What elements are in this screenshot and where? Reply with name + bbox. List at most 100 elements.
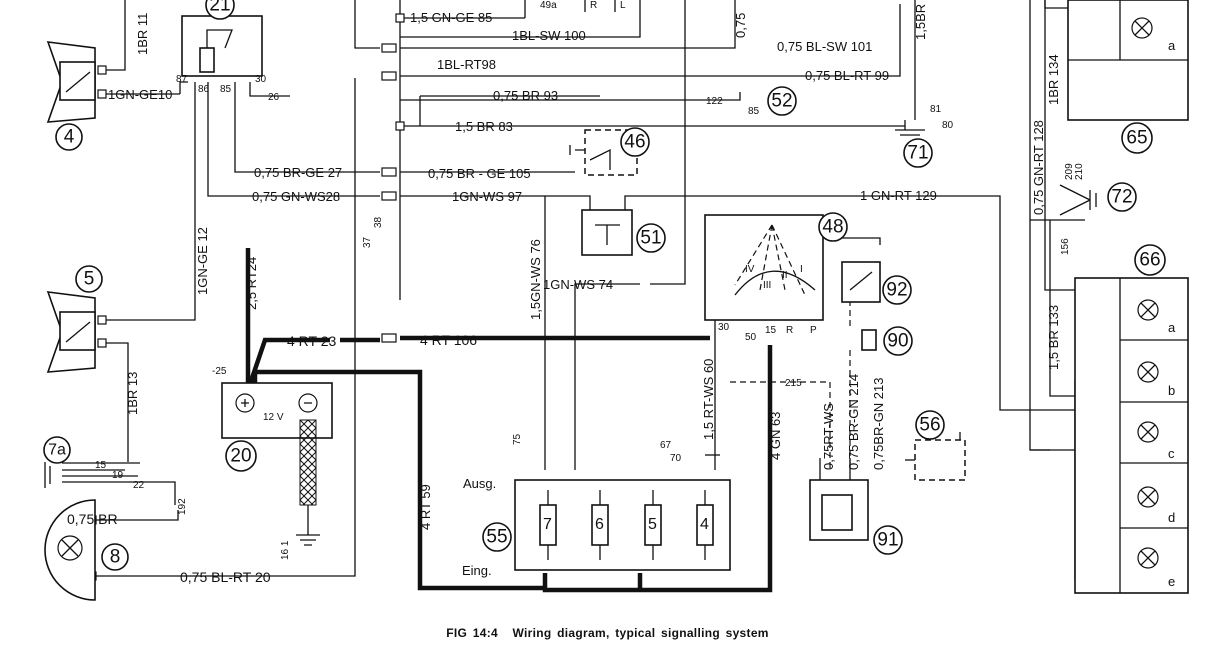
component-91: 91: [873, 525, 903, 555]
relay-terminal: 30: [255, 74, 267, 85]
lamp-label: d: [1168, 510, 1175, 525]
component-8: 8: [101, 543, 129, 571]
gauge-mark: III: [763, 280, 771, 291]
wire-label: 0,75 BR-GN 214: [846, 374, 861, 470]
wire-label: 0,75 GN-WS28: [252, 189, 340, 204]
flasher-input-label: Eing.: [462, 563, 492, 578]
gauge-terminal: P: [810, 325, 817, 336]
wire-label: 0,75 BR 93: [493, 88, 558, 103]
terminal-number: L: [620, 0, 626, 11]
flasher-output-label: Ausg.: [463, 476, 496, 491]
wire-labels: 1GN-GE10 0,75 BR 0,75 BL-RT 20 4 RT 23 4…: [67, 10, 937, 585]
wire-label: 1BL-SW 100: [512, 28, 586, 43]
component-numbers: 4 5 7a 8 20 21 46 48 51 52 55 56 65 66 7…: [43, 0, 1166, 571]
terminal-number: 37: [362, 236, 373, 248]
terminal-number: 85: [748, 106, 760, 117]
svg-text:52: 52: [771, 91, 792, 112]
terminal-number: 70: [670, 453, 682, 464]
switch-92: [841, 261, 881, 303]
wire-label: 0,75 BR-GE 27: [254, 165, 342, 180]
component-5: 5: [75, 265, 103, 293]
lamp-cluster-66: [1074, 277, 1189, 594]
component-48: 48: [818, 212, 848, 242]
terminal-number: 38: [373, 216, 384, 228]
terminal-number: 156: [1060, 238, 1071, 255]
svg-text:8: 8: [110, 547, 121, 568]
sender-91: [809, 479, 869, 541]
svg-text:5: 5: [84, 269, 95, 290]
wire-label: 0,75 BR - GE 105: [428, 166, 531, 181]
wire-label: 2,5 RT24: [244, 257, 259, 310]
relay-56: [914, 439, 966, 481]
battery-20: [221, 382, 333, 546]
lamp-8: [44, 499, 96, 601]
wire-label: 4 RT 106: [420, 332, 477, 348]
terminal-number: 122: [706, 96, 723, 107]
lamp-label: a: [1168, 38, 1176, 53]
svg-text:48: 48: [822, 217, 843, 238]
switch-51: [581, 209, 633, 256]
dashed-wires: [730, 300, 851, 470]
relay-21: [181, 15, 263, 77]
terminal-number: 209: [1064, 163, 1075, 180]
wire-label: 1GN-GE 12: [195, 227, 210, 295]
component-51: 51: [636, 223, 666, 253]
component-92: 92: [882, 275, 912, 305]
component-56: 56: [915, 410, 945, 440]
wire-label: 4 GN 63: [768, 412, 783, 460]
svg-text:51: 51: [640, 228, 661, 249]
wire-label: 1GN-WS 97: [452, 189, 522, 204]
fuse-label: 5: [648, 516, 657, 533]
terminal-number: 16 1: [280, 540, 291, 560]
relay-terminal: 85: [220, 84, 232, 95]
lamp-label: e: [1168, 574, 1175, 589]
terminal-number: 67: [660, 440, 672, 451]
wire-label: 0,75RT-WS: [821, 403, 836, 470]
horn-4: [46, 41, 96, 123]
vertical-wire-labels: 1BR 11 1GN-GE 12 1BR 13 2,5 RT24 4 RT 59…: [125, 4, 1061, 530]
component-72: 72: [1107, 182, 1137, 212]
svg-text:55: 55: [486, 527, 507, 548]
ground-71-symbol: [895, 120, 925, 136]
component-7a: 7a: [43, 436, 71, 464]
svg-text:91: 91: [877, 530, 898, 551]
wire-label: 0,75: [733, 13, 748, 38]
component-46: 46: [620, 127, 650, 157]
lamp-label: a: [1168, 320, 1176, 335]
terminal-numbers: 15 19 22 192 -25 26 37 38 75 67 70 215 1…: [95, 0, 1085, 560]
svg-text:66: 66: [1139, 250, 1160, 271]
wire-label: 1,5GN-WS 76: [528, 239, 543, 320]
terminal-number: 75: [512, 433, 523, 445]
terminal-number: 22: [133, 480, 145, 491]
terminal-number: 49a: [540, 0, 557, 11]
terminal-number: 19: [112, 470, 124, 481]
svg-text:71: 71: [907, 143, 928, 164]
wire-label: 1,5 BR 83: [455, 119, 513, 134]
gauge-48: [704, 214, 824, 321]
component-52: 52: [767, 86, 797, 116]
fuse-label: 4: [700, 516, 709, 533]
terminal-number: 81: [930, 104, 942, 115]
wire-label: 4 RT 59: [418, 484, 433, 530]
gauge-mark: IV: [745, 264, 755, 275]
component-20: 20: [225, 440, 257, 472]
relay-terminal: 87: [176, 74, 188, 85]
gauge-terminal: 30: [718, 322, 730, 333]
wire-label: 1,5 RT-WS 60: [701, 359, 716, 440]
terminal-number: 210: [1074, 163, 1085, 180]
figure-title: Wiring diagram, typical signalling syste…: [512, 626, 769, 640]
relay-terminal: 86: [198, 84, 210, 95]
switch-7a: [44, 462, 51, 488]
svg-text:92: 92: [886, 280, 907, 301]
gauge-mark: II: [782, 270, 788, 281]
component-71: 71: [903, 138, 933, 168]
battery-voltage: 12 V: [263, 412, 284, 423]
wire-label: 1BR 134: [1046, 54, 1061, 105]
wire-label: 0,75 BL-SW 101: [777, 39, 872, 54]
heavy-wires: [245, 248, 773, 593]
wire-label: 1GN-GE10: [108, 87, 172, 102]
component-66: 66: [1134, 244, 1166, 276]
unit-labels: Ausg. Eing. 7 6 5 4 a b c d e a: [462, 38, 1176, 589]
flasher-unit-55: [514, 479, 731, 571]
